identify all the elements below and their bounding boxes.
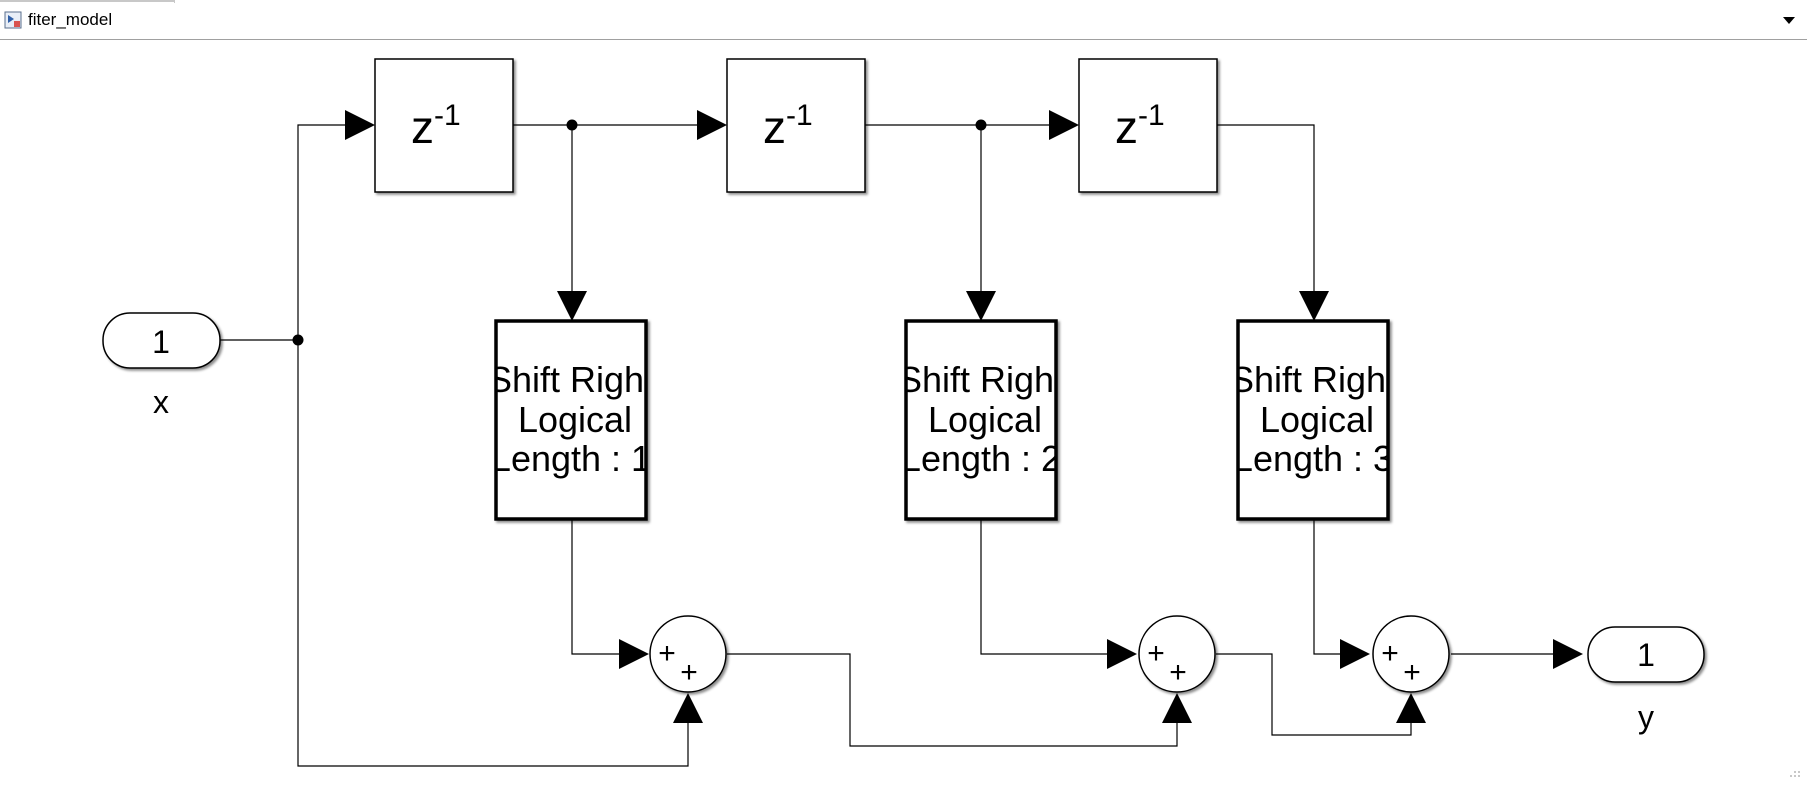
shift-label-line3: Length : 2 — [901, 438, 1061, 479]
simulink-model-icon — [4, 11, 22, 29]
arrow-delay3-in — [1049, 110, 1079, 140]
signal-x-to-sum1 — [297, 340, 689, 767]
shift-label-line3: Length : 3 — [1233, 438, 1393, 479]
sum-sign: + — [658, 637, 676, 670]
shift-label-line1: Shift Right — [1230, 359, 1396, 400]
signal-x-to-delay1 — [297, 124, 348, 340]
arrow-outport-in — [1553, 639, 1583, 669]
diagram-canvas[interactable]: 1 x 1 y z-1 z-1 z-1 Shift Right Logical … — [0, 40, 1807, 782]
sum-block[interactable]: + + — [1372, 615, 1450, 693]
arrow-sum3-in2 — [1396, 693, 1426, 723]
unit-delay-block[interactable]: z-1 — [1078, 58, 1218, 193]
shift-right-block[interactable]: Shift Right Logical Length : 2 — [898, 319, 1064, 521]
arrow-shift1-in — [557, 291, 587, 321]
sum-sign: + — [680, 656, 698, 689]
sum-sign: + — [1147, 637, 1165, 670]
signal-lines — [220, 124, 1556, 767]
arrow-sum2-in1 — [1107, 639, 1137, 669]
arrow-delay1-in — [345, 110, 375, 140]
sum-sign: + — [1169, 656, 1187, 689]
breadcrumb-model-name[interactable]: fiter_model — [28, 10, 113, 29]
branch-point — [566, 119, 578, 131]
arrow-sum3-in1 — [1340, 639, 1370, 669]
shift-label-line2: Logical — [518, 399, 632, 440]
tab-strip — [0, 0, 175, 3]
arrow-delay2-in — [697, 110, 727, 140]
breadcrumb[interactable]: fiter_model — [4, 6, 112, 34]
delay-label: z-1 — [763, 99, 813, 153]
signal-shift2-out — [980, 519, 1110, 655]
shift-label-line1: Shift Right — [898, 359, 1064, 400]
shift-label-line2: Logical — [928, 399, 1042, 440]
unit-delay-block[interactable]: z-1 — [726, 58, 866, 193]
sum-sign: + — [1381, 637, 1399, 670]
signal-delay3-out — [1217, 124, 1315, 294]
arrow-shift2-in — [966, 291, 996, 321]
signal-sum2-out — [1216, 653, 1412, 736]
sum-block[interactable]: + + — [649, 615, 727, 693]
outport-block[interactable]: 1 — [1587, 626, 1705, 683]
arrow-sum2-in2 — [1162, 693, 1192, 723]
shift-label-line3: Length : 1 — [491, 438, 651, 479]
signal-shift1-out — [571, 519, 622, 655]
inport-block[interactable]: 1 — [102, 312, 221, 369]
inport-label: x — [153, 384, 169, 420]
shift-label-line1: Shift Right — [488, 359, 654, 400]
resize-grip-icon[interactable] — [1789, 768, 1803, 778]
signal-sum1-out — [727, 653, 1178, 747]
arrow-sum1-in2 — [673, 693, 703, 723]
signal-shift3-out — [1313, 519, 1343, 655]
branch-point — [292, 334, 304, 346]
unit-delay-block[interactable]: z-1 — [374, 58, 514, 193]
delay-label: z-1 — [1115, 99, 1165, 153]
sum-sign: + — [1403, 656, 1421, 689]
outport-number: 1 — [1637, 637, 1655, 673]
delay-label: z-1 — [411, 99, 461, 153]
arrow-sum1-in1 — [619, 639, 649, 669]
arrowheads — [345, 110, 1583, 723]
arrow-shift3-in — [1299, 291, 1329, 321]
sum-block[interactable]: + + — [1138, 615, 1216, 693]
chevron-down-icon[interactable] — [1779, 10, 1799, 30]
shift-right-block[interactable]: Shift Right Logical Length : 3 — [1230, 319, 1396, 521]
outport-label: y — [1638, 699, 1654, 735]
branch-point — [975, 119, 987, 131]
block-diagram[interactable]: 1 x 1 y z-1 z-1 z-1 Shift Right Logical … — [0, 40, 1807, 782]
inport-number: 1 — [152, 324, 170, 360]
shift-right-block[interactable]: Shift Right Logical Length : 1 — [488, 319, 654, 521]
model-breadcrumb-bar: fiter_model — [0, 0, 1807, 40]
shift-label-line2: Logical — [1260, 399, 1374, 440]
